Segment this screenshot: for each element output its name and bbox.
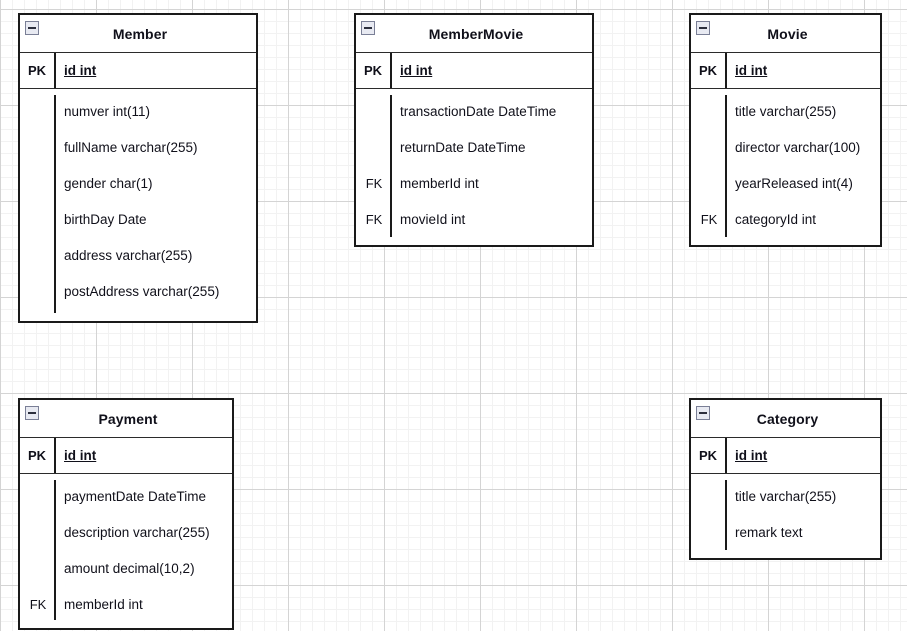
- pk-badge: PK: [691, 438, 727, 473]
- entity-title: Category: [756, 410, 819, 427]
- pk-field-name: id int: [735, 448, 768, 463]
- field-row[interactable]: yearReleased int(4): [691, 165, 880, 201]
- entity-header-membermovie[interactable]: MemberMovie: [356, 15, 592, 53]
- entity-category[interactable]: Category PK id int title varchar(255) re…: [689, 398, 882, 560]
- field-name: paymentDate DateTime: [64, 488, 207, 504]
- field-key-fk: FK: [365, 175, 383, 191]
- field-key-fk: FK: [29, 596, 47, 612]
- field-name: yearReleased int(4): [735, 175, 853, 191]
- field-row[interactable]: remark text: [691, 514, 880, 550]
- field-key-fk: FK: [700, 211, 718, 227]
- field-row[interactable]: FK memberId int: [356, 165, 592, 201]
- pk-field-name: id int: [64, 448, 97, 463]
- field-row[interactable]: title varchar(255): [691, 478, 880, 514]
- field-name: amount decimal(10,2): [64, 560, 195, 576]
- entity-title: Payment: [98, 410, 158, 427]
- column-divider: [54, 95, 56, 313]
- field-row[interactable]: postAddress varchar(255): [20, 273, 256, 309]
- entity-movie[interactable]: Movie PK id int title varchar(255) direc…: [689, 13, 882, 247]
- entity-pk-row[interactable]: PK id int: [691, 53, 880, 89]
- entity-title: MemberMovie: [428, 25, 524, 42]
- field-row[interactable]: returnDate DateTime: [356, 129, 592, 165]
- field-key-fk: FK: [365, 211, 383, 227]
- entity-body: transactionDate DateTime returnDate Date…: [356, 89, 592, 245]
- field-row[interactable]: fullName varchar(255): [20, 129, 256, 165]
- entity-body: title varchar(255) remark text: [691, 474, 880, 558]
- field-row[interactable]: paymentDate DateTime: [20, 478, 232, 514]
- pk-badge: PK: [20, 438, 56, 473]
- field-name: birthDay Date: [64, 211, 147, 227]
- column-divider: [725, 480, 727, 550]
- field-row[interactable]: director varchar(100): [691, 129, 880, 165]
- field-row[interactable]: FK memberId int: [20, 586, 232, 622]
- field-row[interactable]: birthDay Date: [20, 201, 256, 237]
- field-row[interactable]: description varchar(255): [20, 514, 232, 550]
- pk-badge: PK: [356, 53, 392, 88]
- pk-field-name: id int: [64, 63, 97, 78]
- collapse-minus-icon[interactable]: [696, 406, 710, 420]
- entity-pk-row[interactable]: PK id int: [20, 438, 232, 474]
- field-name: description varchar(255): [64, 524, 210, 540]
- field-name: returnDate DateTime: [400, 139, 526, 155]
- pk-badge: PK: [20, 53, 56, 88]
- entity-body: numver int(11) fullName varchar(255) gen…: [20, 89, 256, 321]
- field-row[interactable]: address varchar(255): [20, 237, 256, 273]
- field-name: title varchar(255): [735, 488, 837, 504]
- field-name: postAddress varchar(255): [64, 283, 220, 299]
- entity-pk-row[interactable]: PK id int: [20, 53, 256, 89]
- field-name: categoryId int: [735, 211, 817, 227]
- entity-body: title varchar(255) director varchar(100)…: [691, 89, 880, 245]
- entity-title: Movie: [767, 25, 808, 42]
- entity-member[interactable]: Member PK id int numver int(11) fullName…: [18, 13, 258, 323]
- field-row[interactable]: FK movieId int: [356, 201, 592, 237]
- field-name: memberId int: [400, 175, 479, 191]
- entity-pk-row[interactable]: PK id int: [356, 53, 592, 89]
- column-divider: [54, 480, 56, 620]
- field-row[interactable]: transactionDate DateTime: [356, 93, 592, 129]
- field-row[interactable]: numver int(11): [20, 93, 256, 129]
- collapse-minus-icon[interactable]: [25, 21, 39, 35]
- field-name: gender char(1): [64, 175, 153, 191]
- entity-title: Member: [112, 25, 168, 42]
- column-divider: [725, 95, 727, 237]
- field-row[interactable]: FK categoryId int: [691, 201, 880, 237]
- entity-payment[interactable]: Payment PK id int paymentDate DateTime d…: [18, 398, 234, 630]
- field-row[interactable]: amount decimal(10,2): [20, 550, 232, 586]
- entity-header-category[interactable]: Category: [691, 400, 880, 438]
- field-name: memberId int: [64, 596, 143, 612]
- entity-pk-row[interactable]: PK id int: [691, 438, 880, 474]
- field-name: remark text: [735, 524, 803, 540]
- collapse-minus-icon[interactable]: [361, 21, 375, 35]
- field-row[interactable]: title varchar(255): [691, 93, 880, 129]
- entity-header-movie[interactable]: Movie: [691, 15, 880, 53]
- field-name: director varchar(100): [735, 139, 861, 155]
- entity-body: paymentDate DateTime description varchar…: [20, 474, 232, 628]
- entity-header-member[interactable]: Member: [20, 15, 256, 53]
- column-divider: [390, 95, 392, 237]
- field-name: transactionDate DateTime: [400, 103, 557, 119]
- field-name: numver int(11): [64, 103, 151, 119]
- pk-field-name: id int: [735, 63, 768, 78]
- collapse-minus-icon[interactable]: [25, 406, 39, 420]
- field-name: movieId int: [400, 211, 466, 227]
- entity-header-payment[interactable]: Payment: [20, 400, 232, 438]
- pk-badge: PK: [691, 53, 727, 88]
- entity-membermovie[interactable]: MemberMovie PK id int transactionDate Da…: [354, 13, 594, 247]
- field-row[interactable]: gender char(1): [20, 165, 256, 201]
- field-name: address varchar(255): [64, 247, 193, 263]
- field-name: fullName varchar(255): [64, 139, 198, 155]
- collapse-minus-icon[interactable]: [696, 21, 710, 35]
- field-name: title varchar(255): [735, 103, 837, 119]
- pk-field-name: id int: [400, 63, 433, 78]
